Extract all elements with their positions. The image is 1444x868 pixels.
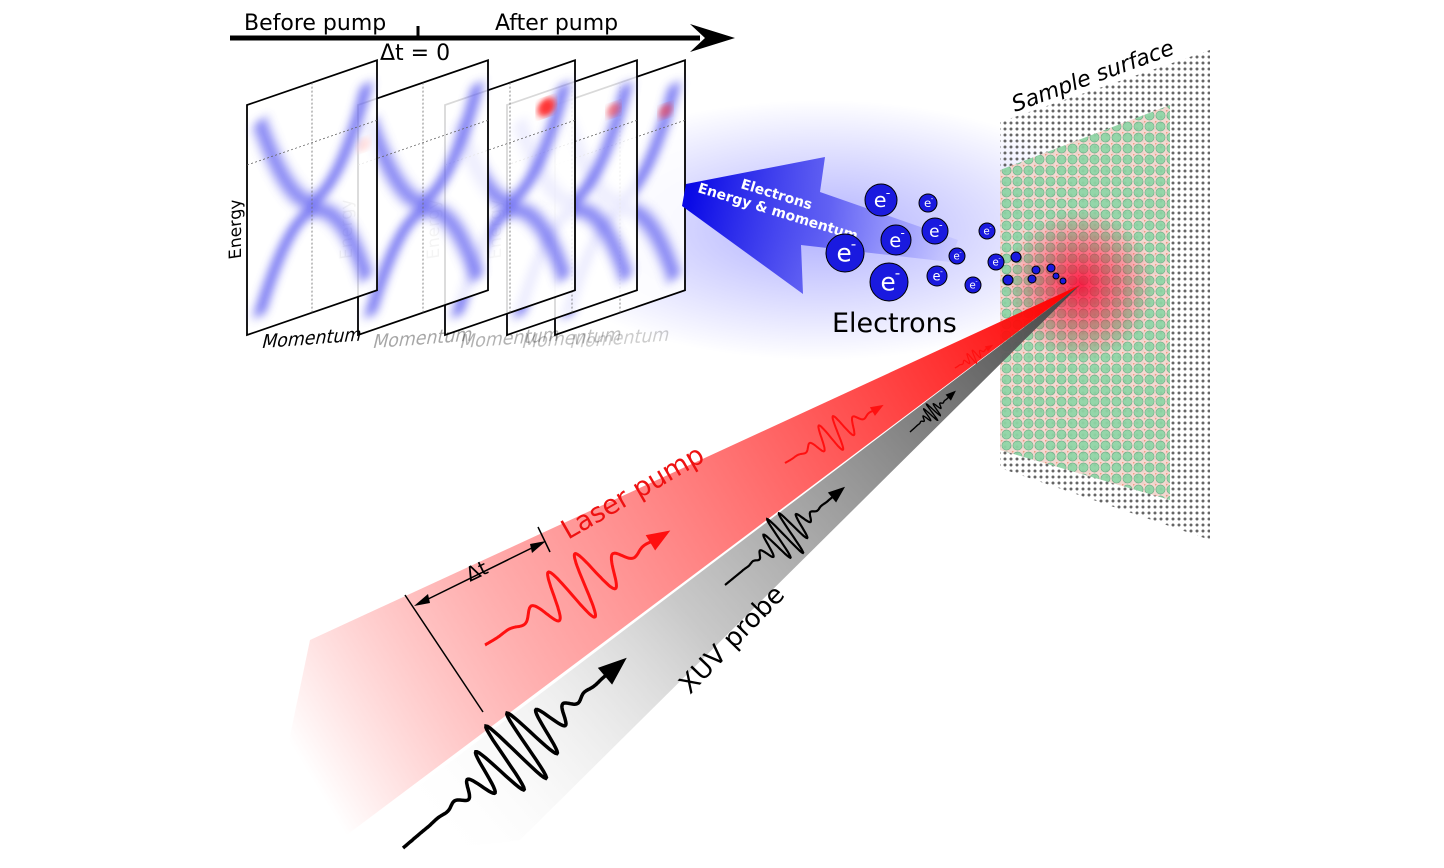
svg-text:-: - [939, 219, 943, 231]
electron [1010, 251, 1022, 263]
svg-text:-: - [886, 186, 891, 201]
svg-text:e: e [924, 196, 931, 210]
electron: e- [869, 262, 909, 302]
before-pump-label: Before pump [244, 11, 386, 36]
probe-pulse-waveform-near-sample [909, 395, 951, 433]
laser-pump-beam [285, 285, 1080, 840]
electron [1059, 277, 1067, 285]
svg-text:e: e [969, 280, 975, 292]
svg-text:-: - [998, 254, 1000, 262]
arrow-head-icon [869, 404, 884, 416]
pump-pulse-waveform-far [784, 409, 876, 464]
energy-axis-label: Energy [226, 195, 245, 262]
svg-text:-: - [895, 264, 900, 282]
beams: Δt Laser pump XUV probe [285, 285, 1080, 850]
electron [1027, 274, 1037, 284]
svg-text:-: - [975, 277, 977, 285]
probe-pulse-waveform-far [724, 494, 836, 586]
arrow-head-icon [690, 24, 735, 52]
excited-population [658, 103, 673, 119]
arrow-head-icon [945, 390, 956, 401]
arrow-head-icon [984, 344, 994, 352]
electron [1046, 263, 1056, 273]
electron: e- [964, 276, 982, 294]
probe-pulse-waveform [401, 670, 612, 850]
delta-t-zero-label: Δt = 0 [380, 41, 450, 66]
svg-text:e: e [953, 251, 959, 263]
electron: e- [825, 233, 865, 273]
electron [1052, 272, 1060, 280]
arrow-right-icon [530, 541, 546, 553]
electron [1002, 274, 1014, 286]
electron: e- [978, 222, 996, 240]
svg-text:-: - [940, 267, 943, 276]
arrow-left-icon [414, 594, 430, 606]
svg-text:e: e [983, 226, 989, 238]
electron: e- [926, 265, 948, 287]
arrow-head-icon [645, 530, 671, 551]
svg-text:-: - [989, 223, 991, 231]
timeline: Before pump After pump Δt = 0 [230, 11, 735, 66]
electron: e- [921, 217, 949, 245]
svg-text:e: e [929, 221, 939, 241]
excited-population [537, 97, 556, 117]
svg-text:e: e [836, 239, 851, 268]
arpes-panels: EnergyMomentumEnergyMomentumEnergyMoment… [226, 59, 686, 353]
photoelectrons: e-e-e-e-e-e-e-e-e-e-e- [825, 183, 1067, 302]
momentum-axis-label: Momentum [260, 324, 364, 353]
electron: e- [864, 183, 898, 217]
svg-text:-: - [931, 194, 934, 203]
svg-text:-: - [959, 248, 961, 256]
electron: e- [948, 247, 966, 265]
electron: e- [987, 253, 1005, 271]
arrow-head-icon [597, 657, 627, 685]
excited-population [606, 102, 621, 118]
xuv-probe-beam [400, 285, 1080, 850]
electrons-label: Electrons [832, 308, 957, 339]
svg-text:-: - [851, 235, 856, 253]
svg-text:e: e [992, 257, 998, 269]
svg-text:e: e [874, 188, 887, 212]
after-pump-label: After pump [495, 11, 618, 36]
electron [1031, 265, 1041, 275]
sample-surface: Sample surface [1000, 36, 1210, 540]
electron: e- [880, 224, 912, 256]
svg-text:e: e [880, 268, 895, 297]
electron: e- [918, 193, 938, 213]
svg-text:e: e [889, 229, 901, 252]
svg-text:-: - [901, 226, 905, 240]
svg-text:e: e [933, 270, 941, 285]
pump-pulse-waveform-near-sample [954, 347, 989, 369]
pump-pulse-waveform [484, 538, 656, 647]
arrow-head-icon [827, 486, 846, 503]
